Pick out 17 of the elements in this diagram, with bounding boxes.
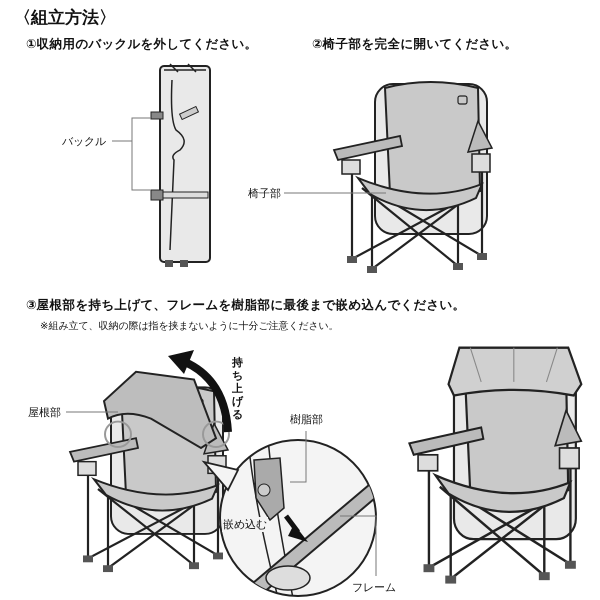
vertical-label: 持ち上げる (232, 356, 244, 421)
leader-line (132, 140, 152, 190)
leader-line (340, 516, 376, 576)
part-label: 椅子部 (248, 186, 281, 201)
part-label: フレーム (352, 580, 396, 595)
part-label: 屋根部 (28, 405, 61, 420)
note-text: ※組み立て、収納の際は指を挟まないように十分ご注意ください。 (40, 320, 338, 333)
detail-inset-drawing (218, 438, 378, 598)
instruction-text: ①収納用のバックルを外してください。 (26, 36, 258, 53)
part-label: バックル (62, 134, 106, 149)
part-label: 嵌め込む (222, 517, 268, 532)
leader-line (284, 192, 386, 194)
heading: 〈組立方法〉 (14, 7, 116, 29)
part-label: 樹脂部 (290, 412, 323, 427)
instruction-text: ③屋根部を持ち上げて、フレームを樹脂部に最後まで嵌め込んでください。 (26, 297, 466, 314)
leader-line (112, 118, 152, 142)
instruction-text: ②椅子部を完全に開いてください。 (312, 36, 518, 53)
